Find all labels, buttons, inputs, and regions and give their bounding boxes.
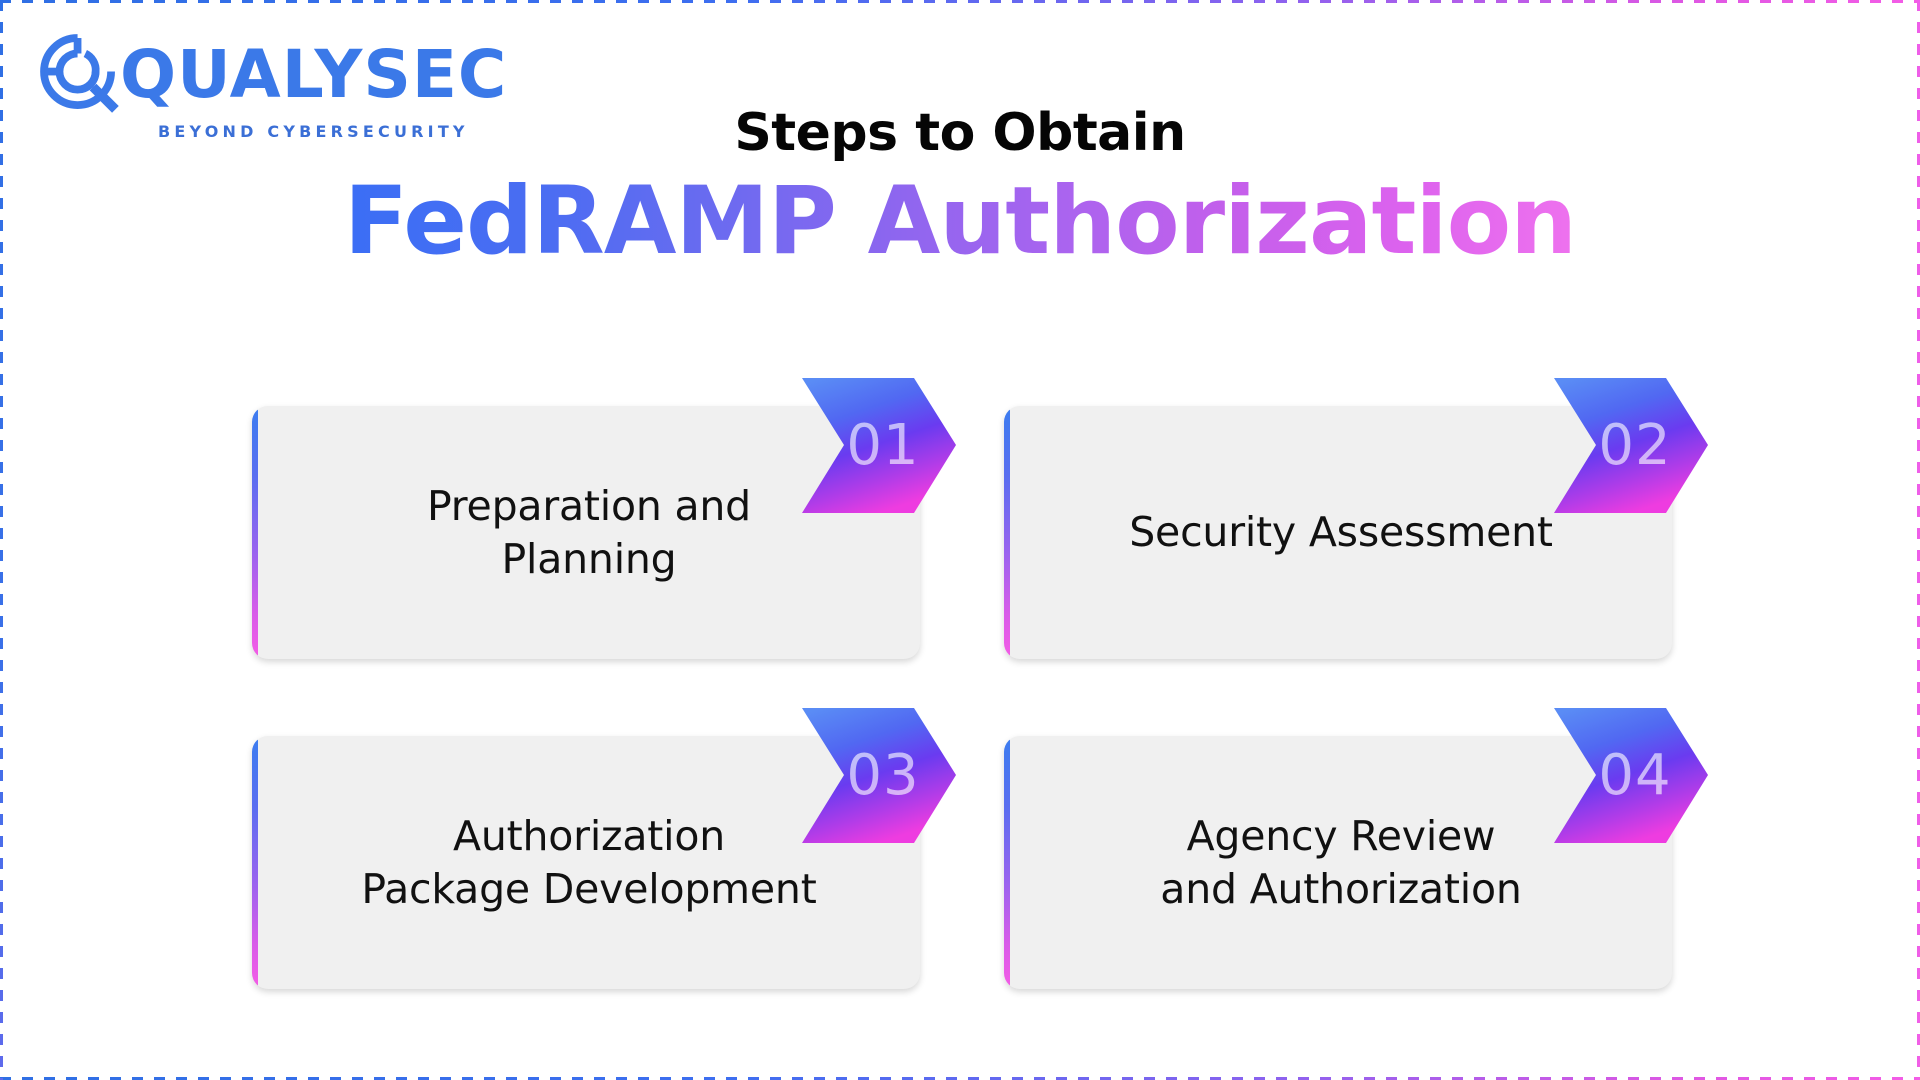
- step-card-slot-3: Authorization Package Development 03: [252, 708, 956, 989]
- step-number-chevron-icon: [802, 708, 956, 843]
- logo-row: QUALYSEC: [38, 32, 507, 118]
- card-gradient-edge: [252, 406, 258, 659]
- step-card[interactable]: Security Assessment: [1004, 406, 1672, 659]
- steps-grid: Preparation and Planning 01: [252, 378, 1708, 989]
- step-label: Authorization Package Development: [361, 812, 817, 913]
- step-card-slot-1: Preparation and Planning 01: [252, 378, 956, 659]
- frame-bottom-edge: [0, 1077, 1920, 1080]
- step-number-chevron-icon: [1554, 378, 1708, 513]
- card-gradient-edge: [1004, 736, 1010, 989]
- card-gradient-edge: [252, 736, 258, 989]
- page-title: FedRAMP Authorization: [343, 166, 1577, 276]
- step-number-chevron-icon: [802, 378, 956, 513]
- logo-tagline: BEYOND CYBERSECURITY: [158, 122, 469, 141]
- step-card[interactable]: Authorization Package Development: [252, 736, 920, 989]
- qualysec-q-magnifier-icon: [40, 34, 119, 113]
- step-card[interactable]: Agency Review and Authorization: [1004, 736, 1672, 989]
- step-label: Security Assessment: [1129, 508, 1553, 557]
- step-label: Agency Review and Authorization: [1160, 812, 1522, 913]
- frame-top-edge: [0, 0, 1920, 3]
- heading-kicker: Steps to Obtain: [734, 103, 1186, 163]
- logo-wordmark: QUALYSEC: [120, 36, 508, 113]
- card-gradient-edge: [1004, 406, 1010, 659]
- step-card-slot-4: Agency Review and Authorization 04: [1004, 708, 1708, 989]
- step-number-chevron-icon: [1554, 708, 1708, 843]
- qualysec-logo: QUALYSEC BEYOND CYBERSECURITY: [38, 32, 507, 141]
- step-card-slot-2: Security Assessment 02: [1004, 378, 1708, 659]
- step-card[interactable]: Preparation and Planning: [252, 406, 920, 659]
- heading-block: Steps to Obtain FedRAMP Authorization: [0, 106, 1920, 271]
- step-label: Preparation and Planning: [426, 482, 752, 583]
